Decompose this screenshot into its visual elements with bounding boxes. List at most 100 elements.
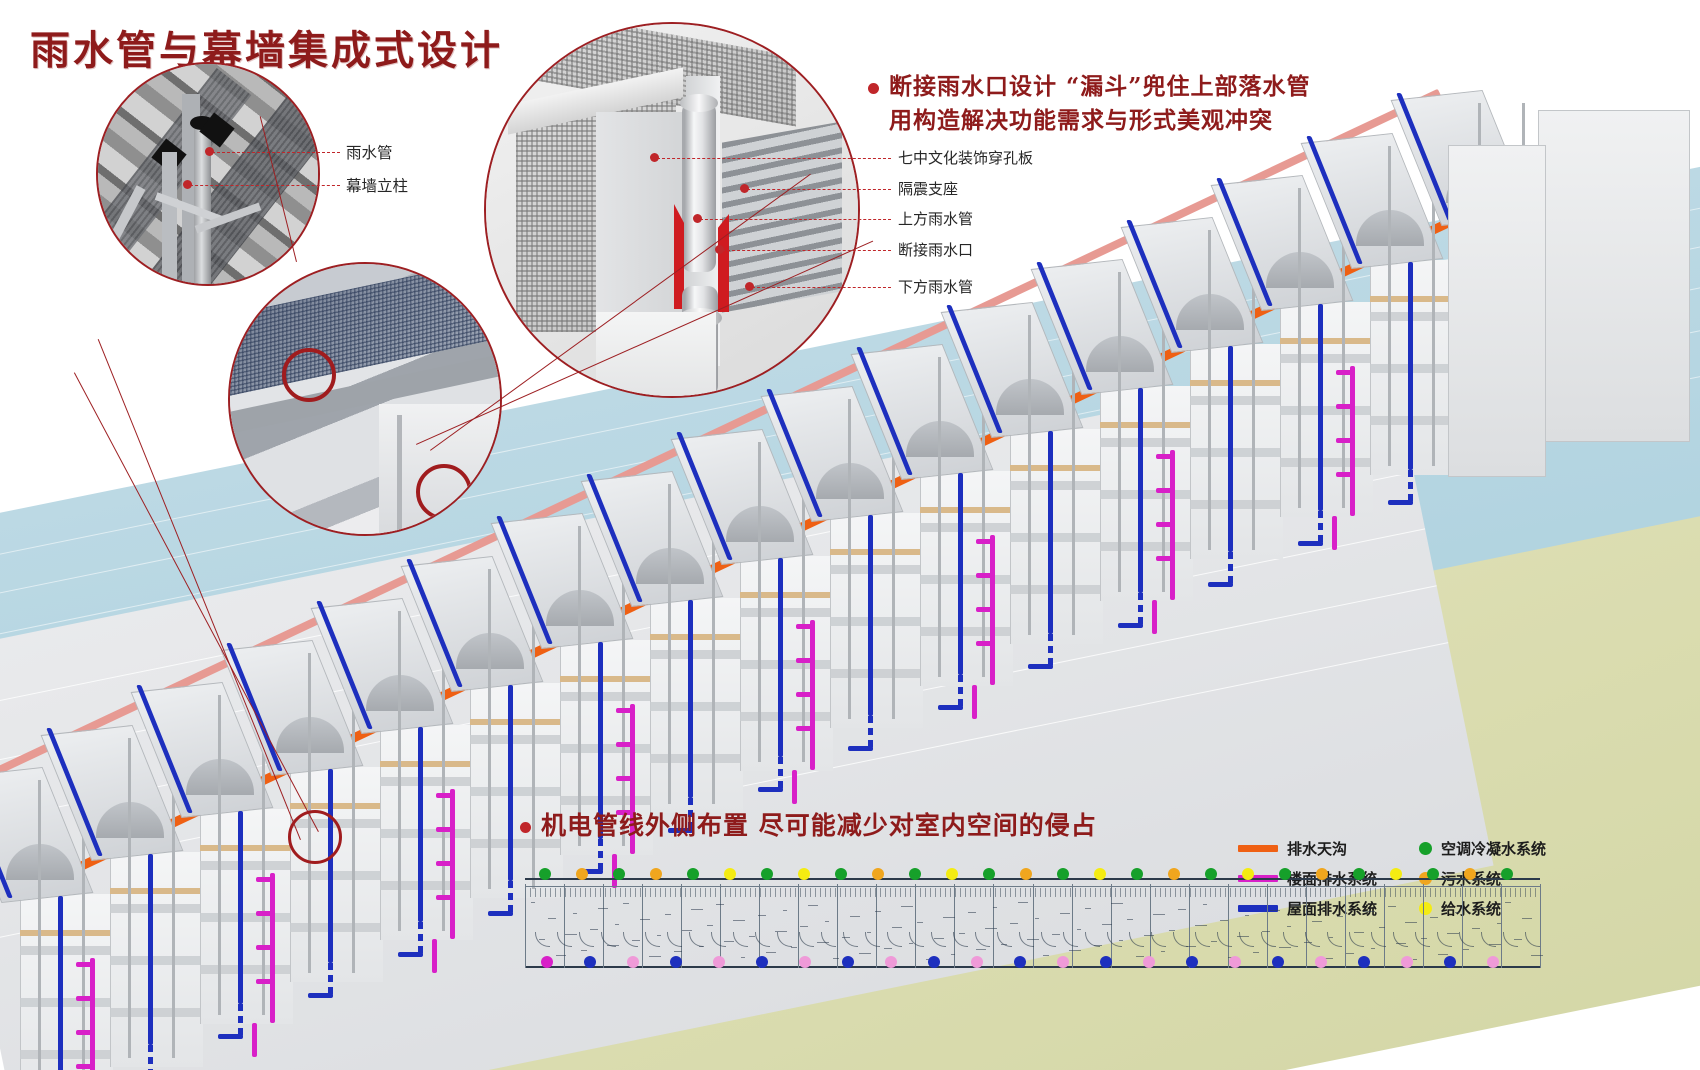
plan-dot-bottom bbox=[1358, 956, 1370, 968]
legend-label-roof-drain: 屋面排水系统 bbox=[1287, 900, 1378, 918]
wood-cladding-band bbox=[380, 760, 472, 767]
plan-partition-wall bbox=[1188, 884, 1190, 968]
floor-slab-band bbox=[1370, 363, 1462, 373]
plan-fixture-tick bbox=[1371, 948, 1375, 949]
plan-partition-wall bbox=[837, 884, 839, 968]
floor-drainage-branch bbox=[976, 539, 995, 544]
floor-plan-drawing bbox=[525, 862, 1543, 972]
floor-slab-band bbox=[920, 575, 1012, 584]
plan-fixture-tick bbox=[1278, 947, 1291, 948]
legend-swatch-gutter bbox=[1238, 845, 1278, 852]
leader-line bbox=[190, 185, 340, 186]
wood-cladding-band bbox=[110, 887, 202, 894]
callout-a-label-1: 幕墙立柱 bbox=[346, 177, 409, 195]
plan-fixture-tick bbox=[1102, 924, 1113, 925]
floor-slab-band bbox=[1100, 490, 1192, 500]
floor-drainage-branch bbox=[1156, 556, 1175, 562]
plan-fixture-tick bbox=[1043, 955, 1050, 956]
plan-dot-top bbox=[576, 868, 588, 880]
floor-slab-band bbox=[830, 565, 922, 575]
floor-slab-band bbox=[470, 734, 562, 744]
plan-dot-top bbox=[761, 868, 773, 880]
plan-fixture-tick bbox=[808, 905, 819, 906]
plan-partition-wall bbox=[1500, 884, 1502, 968]
plan-fixture-tick bbox=[757, 915, 766, 916]
roof-drainage-pipe-offset bbox=[218, 1033, 243, 1039]
plan-fixture-tick bbox=[993, 907, 997, 908]
floor-slab-band bbox=[380, 828, 472, 838]
plan-dot-bottom bbox=[1444, 956, 1456, 968]
callout-rainwater-inlet-detail bbox=[484, 22, 860, 398]
rainwater-pipe-shape bbox=[194, 122, 211, 284]
floor-drainage-branch bbox=[436, 894, 455, 900]
plan-dot-bottom bbox=[1401, 956, 1413, 968]
plan-fixture-tick bbox=[816, 942, 829, 943]
plan-fixture-tick bbox=[1379, 927, 1386, 928]
floor-slab-band bbox=[920, 627, 1012, 636]
plan-fixture-tick bbox=[1480, 907, 1491, 908]
plan-fixture-tick bbox=[581, 950, 588, 951]
floor-slab-band bbox=[200, 861, 292, 871]
wood-cladding-band bbox=[200, 845, 292, 852]
plan-dot-bottom bbox=[1487, 956, 1499, 968]
plan-fixture-tick bbox=[741, 957, 745, 958]
plan-fixture-tick bbox=[1530, 955, 1543, 956]
plan-dot-bottom bbox=[1100, 956, 1112, 968]
wood-cladding-band bbox=[1370, 295, 1462, 302]
curtain-wall-mullion bbox=[442, 610, 445, 931]
plan-fixture-tick bbox=[1387, 906, 1396, 907]
roof-drainage-downpipe bbox=[1318, 303, 1323, 511]
floor-slab-band bbox=[470, 786, 562, 796]
plan-fixture-tick bbox=[1337, 916, 1344, 917]
floor-drainage-branch bbox=[616, 776, 635, 782]
curtain-wall-mullion bbox=[802, 441, 805, 762]
curtain-wall-mullion bbox=[1252, 230, 1255, 551]
wood-cladding-band bbox=[560, 676, 652, 683]
plan-dot-top bbox=[1316, 868, 1328, 880]
leader-line bbox=[747, 189, 891, 190]
roof-drainage-pipe-offset bbox=[578, 869, 603, 875]
floor-drainage-branch bbox=[796, 657, 815, 663]
bullet-icon bbox=[868, 82, 879, 94]
floor-drainage-branch bbox=[76, 1064, 95, 1069]
plan-partition-wall bbox=[876, 884, 878, 968]
annotation-1-line-1: 断接雨水口设计 “漏斗”兜住上部落水管 bbox=[889, 73, 1311, 100]
curtain-wall-mullion bbox=[1072, 314, 1075, 635]
plan-fixture-tick bbox=[1161, 951, 1165, 952]
plan-fixture-tick bbox=[1211, 941, 1218, 942]
plan-fixture-tick bbox=[665, 914, 672, 915]
curtain-wall-mullion bbox=[352, 653, 355, 974]
leader-dot bbox=[740, 184, 749, 193]
floor-slab-band bbox=[740, 711, 832, 721]
plan-fixture-tick bbox=[1068, 950, 1081, 951]
plan-partition-wall bbox=[798, 884, 800, 968]
plan-fixture-tick bbox=[976, 949, 987, 950]
floor-slab-band bbox=[650, 701, 742, 711]
plan-fixture-tick bbox=[724, 941, 735, 942]
callout-c-label-3: 断接雨水口 bbox=[898, 241, 974, 259]
plan-fixture-tick bbox=[1413, 959, 1417, 960]
floor-slab-band bbox=[1280, 405, 1372, 415]
curtain-wall-mullion bbox=[1298, 187, 1301, 508]
plan-partition-wall bbox=[1110, 884, 1112, 968]
curtain-wall-mullion bbox=[1208, 230, 1211, 551]
roof-drainage-pipe-ground bbox=[868, 716, 873, 751]
disconnected-inlet-gap-2 bbox=[718, 214, 729, 312]
curtain-wall-mullion bbox=[1028, 314, 1031, 635]
plan-partition-wall bbox=[720, 884, 722, 968]
floor-slab-band bbox=[470, 838, 562, 848]
plan-partition-wall bbox=[1344, 884, 1346, 968]
floor-drainage-branch bbox=[256, 979, 275, 985]
roof-drainage-downpipe bbox=[868, 515, 873, 717]
plan-partition-wall bbox=[1422, 884, 1424, 968]
plan-fixture-tick bbox=[690, 909, 703, 910]
plan-fixture-tick bbox=[732, 920, 745, 921]
zoom-marker-upper bbox=[282, 348, 336, 402]
plan-fixture-tick bbox=[942, 917, 955, 918]
plan-fixture-tick bbox=[1497, 923, 1501, 924]
wood-cladding-band bbox=[740, 591, 832, 598]
floor-slab-band bbox=[560, 692, 652, 702]
wood-cladding-band bbox=[1280, 337, 1372, 344]
plan-partition-wall bbox=[642, 884, 644, 968]
wood-cladding-band bbox=[1190, 380, 1282, 387]
